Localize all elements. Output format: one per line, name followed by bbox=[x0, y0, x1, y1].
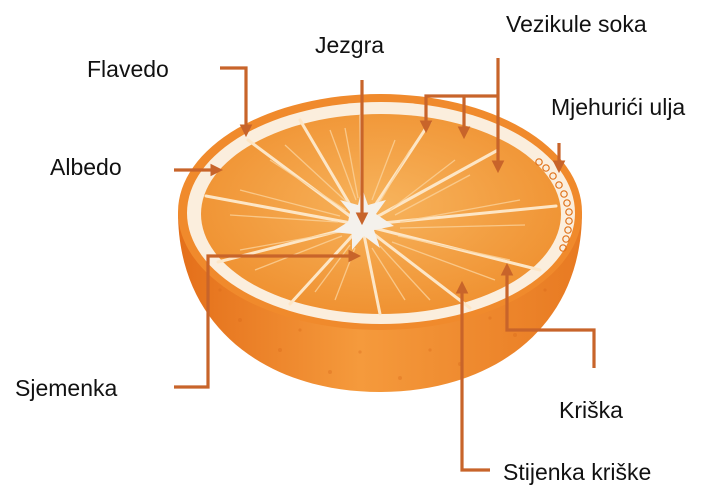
label-jezgra: Jezgra bbox=[315, 32, 384, 58]
label-flavedo: Flavedo bbox=[87, 56, 169, 82]
orange-illustration bbox=[178, 94, 582, 392]
label-stijenka-kriske: Stijenka kriške bbox=[503, 459, 651, 485]
label-albedo: Albedo bbox=[50, 154, 122, 180]
label-sjemenka: Sjemenka bbox=[15, 375, 117, 401]
label-mjehurici-ulja: Mjehurići ulja bbox=[551, 94, 685, 120]
leader-flavedo bbox=[220, 68, 246, 132]
label-kriska: Kriška bbox=[559, 397, 623, 423]
label-vezikule-soka: Vezikule soka bbox=[506, 11, 647, 37]
